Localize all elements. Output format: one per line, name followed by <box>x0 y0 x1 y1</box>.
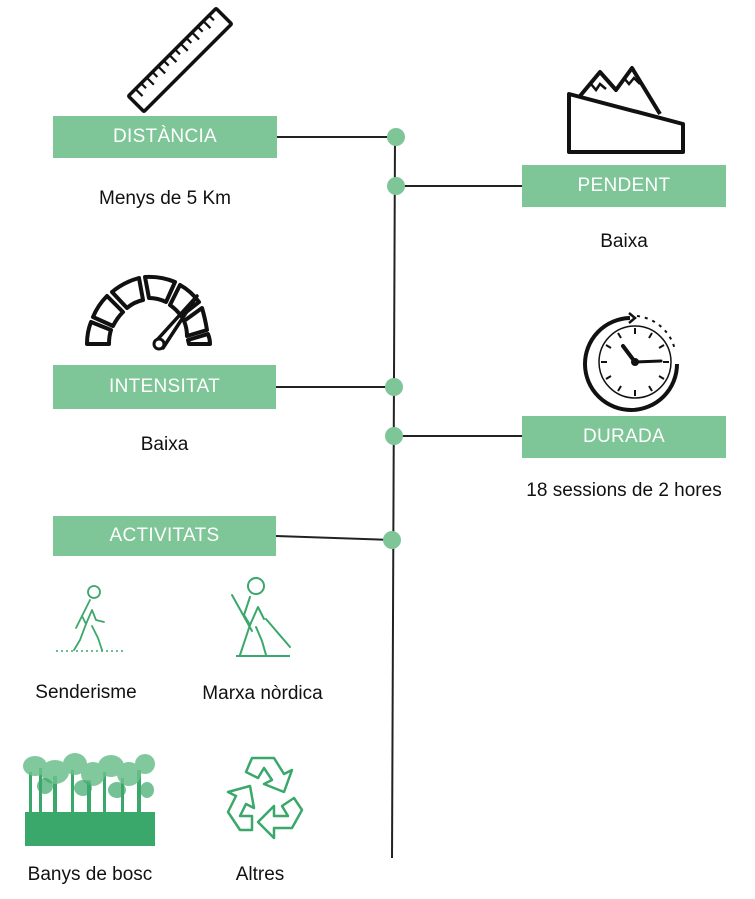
hiker-icon <box>56 585 126 652</box>
recycle-icon <box>226 756 304 840</box>
activity-label-marxa-nordica: Marxa nòrdica <box>202 683 323 704</box>
mountain-slope-icon <box>567 66 685 154</box>
ruler-icon <box>127 7 233 113</box>
value-pendent: Baixa <box>600 231 648 252</box>
badge-durada: DURADA <box>522 416 726 458</box>
value-intensitat: Baixa <box>140 434 189 455</box>
speedometer-icon <box>85 274 212 351</box>
timeline-vertical-line <box>391 135 396 859</box>
badge-pendent: PENDENT <box>522 165 726 207</box>
timeline-dot-pendent <box>387 177 405 195</box>
timeline-dot-intensitat <box>385 378 403 396</box>
badge-activitats: ACTIVITATS <box>53 516 276 556</box>
badge-intensitat: INTENSITAT <box>53 365 276 409</box>
value-durada: 18 sessions de 2 hores <box>526 480 722 501</box>
badge-distancia: DISTÀNCIA <box>53 116 277 158</box>
connector-activitats <box>275 535 393 541</box>
value-distancia: Menys de 5 Km <box>99 188 231 209</box>
activity-label-banys-de-bosc: Banys de bosc <box>27 864 153 885</box>
forest-icon <box>23 753 155 846</box>
clock-icon <box>583 312 679 412</box>
timeline-dot-durada <box>385 427 403 445</box>
nordic-walker-icon <box>231 577 291 657</box>
timeline-dot-activitats <box>383 531 401 549</box>
activity-label-senderisme: Senderisme <box>35 682 137 703</box>
activity-label-altres: Altres <box>235 864 285 885</box>
timeline-dot-distancia <box>387 128 405 146</box>
